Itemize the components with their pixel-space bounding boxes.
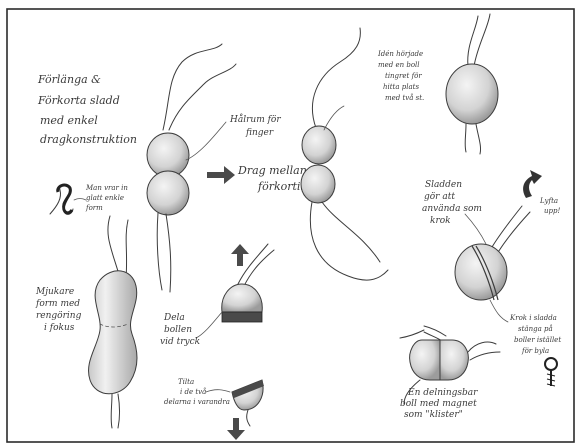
right-arrow (207, 166, 235, 184)
svg-text:form: form (85, 204, 103, 212)
magnet-ball-note: En delningsbar boll med magnet som "klis… (400, 388, 478, 420)
svg-text:gör att: gör att (424, 192, 455, 202)
svg-text:för byla: för byla (521, 347, 549, 355)
svg-text:boller istället: boller istället (514, 336, 561, 344)
idea-note: Idén hörjade med en boll tingret för hit… (377, 50, 424, 102)
svg-text:Idén hörjade: Idén hörjade (377, 50, 423, 58)
svg-text:form med: form med (35, 299, 80, 309)
svg-text:stänga på: stänga på (518, 324, 553, 333)
hole-for-fingers-note: Hålrum för finger (186, 113, 281, 160)
title-text: Förlänga & Förkorta sladd med enkel drag… (37, 73, 137, 146)
svg-text:hitta plats: hitta plats (383, 83, 419, 91)
split-top-half (222, 244, 274, 322)
knot-note: Man vrar in glatt enkle form (85, 184, 128, 212)
svg-text:delarna i varandra: delarna i varandra (164, 398, 230, 406)
svg-text:använda som: använda som (422, 204, 482, 214)
lift-arrow (523, 170, 542, 198)
svg-text:boll med magnet: boll med magnet (400, 399, 477, 409)
svg-text:finger: finger (245, 128, 274, 138)
svg-text:Förlänga &: Förlänga & (37, 73, 101, 86)
svg-text:Drag mellan: Drag mellan (237, 164, 307, 177)
svg-text:upp!: upp! (544, 207, 560, 215)
softer-form-note: Mjukare form med rengöring i fokus (35, 287, 82, 333)
hook-note: Krok i sladda stänga på boller istället … (490, 300, 561, 355)
down-arrow (227, 418, 245, 440)
svg-text:rengöring: rengöring (36, 311, 82, 321)
svg-text:med en boll: med en boll (378, 61, 420, 69)
svg-text:dragkonstruktion: dragkonstruktion (40, 133, 137, 146)
cord-note: Sladden gör att använda som krok (422, 180, 486, 244)
svg-text:med enkel: med enkel (40, 114, 98, 127)
knot-detail (50, 184, 86, 214)
svg-text:vid tryck: vid tryck (160, 337, 200, 347)
two-ball-concept (147, 44, 236, 292)
screw-hook-icon (545, 358, 557, 386)
svg-text:En delningsbar: En delningsbar (407, 388, 478, 398)
up-arrow (231, 244, 249, 266)
svg-text:Hålrum för: Hålrum för (229, 113, 281, 125)
svg-text:Sladden: Sladden (425, 180, 462, 190)
svg-text:tingret för: tingret för (385, 72, 422, 80)
svg-text:Dela: Dela (163, 313, 185, 323)
svg-text:bollen: bollen (164, 325, 192, 335)
svg-text:med två st.: med två st. (385, 93, 424, 102)
svg-text:som "klister": som "klister" (404, 410, 463, 420)
pulled-balls-concept (301, 28, 388, 280)
split-ball-note: Dela bollen vid tryck (160, 312, 222, 347)
svg-text:i fokus: i fokus (44, 323, 75, 333)
svg-text:Förkorta sladd: Förkorta sladd (37, 94, 120, 107)
svg-text:krok: krok (430, 216, 451, 226)
lift-note: Lyfta upp! (539, 197, 560, 215)
single-ball-concept (446, 14, 498, 154)
svg-text:Man vrar in: Man vrar in (85, 184, 128, 192)
svg-text:Lyfta: Lyfta (539, 197, 558, 205)
peanut-concept (89, 216, 137, 428)
svg-text:Tilta: Tilta (178, 378, 194, 386)
hook-ball-concept (455, 206, 530, 300)
svg-text:i de två: i de två (180, 387, 206, 396)
svg-text:Mjukare: Mjukare (35, 287, 74, 297)
svg-text:Krok i sladda: Krok i sladda (509, 314, 557, 322)
svg-text:glatt enkle: glatt enkle (86, 194, 124, 202)
tilt-note: Tilta i de två delarna i varandra (164, 378, 230, 406)
